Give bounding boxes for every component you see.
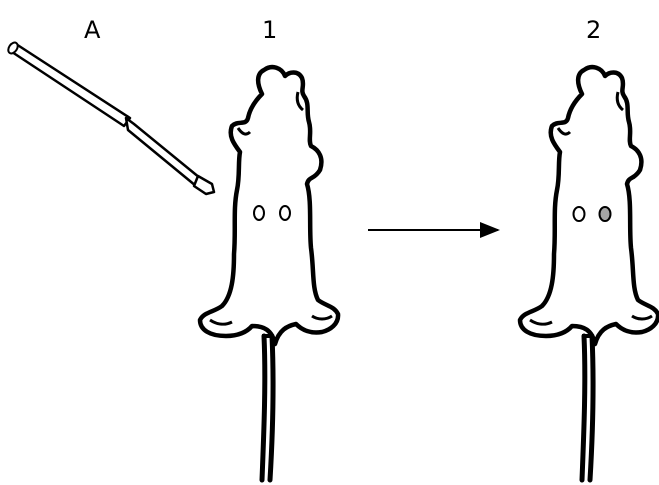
step-1-mark-left (254, 206, 264, 220)
step-2-mark-left (574, 207, 585, 221)
step-1-label: 1 (262, 16, 277, 44)
screwdriver-icon (6, 41, 214, 194)
step-1-mark-right (280, 206, 290, 220)
mouse-icon (200, 67, 338, 480)
mouse-icon (520, 67, 658, 480)
panel-label: A (84, 16, 101, 44)
step-2-mark-right (600, 207, 611, 221)
step-1: 1 (200, 16, 338, 480)
step-2: 2 (520, 16, 658, 480)
step-2-label: 2 (586, 16, 601, 44)
